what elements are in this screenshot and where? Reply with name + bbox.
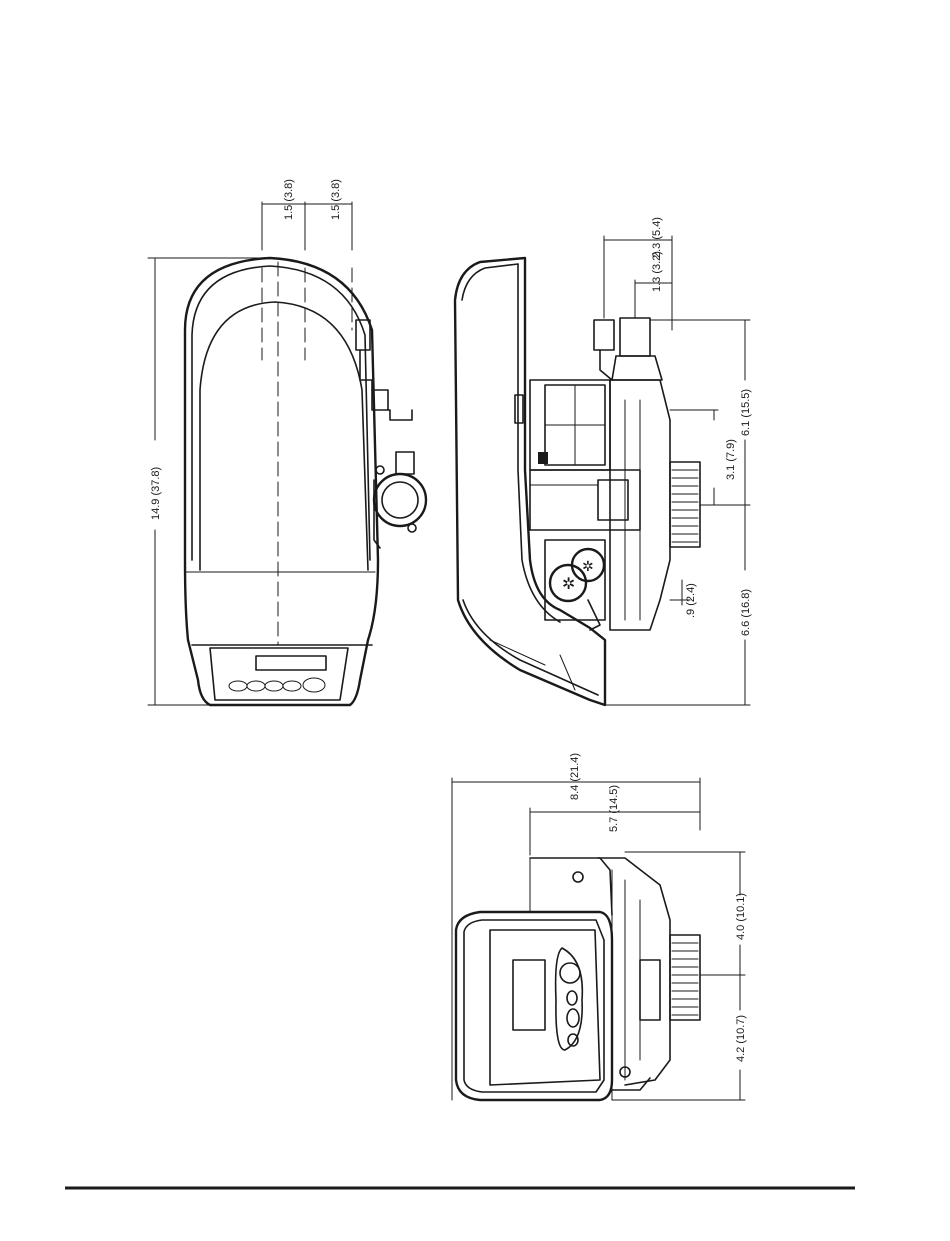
dim-thread-upper: 4.0 (10.1) [735, 893, 747, 940]
button-row-top-view [229, 678, 325, 692]
dim-offset-1: 1.5 (3.8) [283, 179, 295, 220]
dimension-overall-length: 14.9 (37.8) [148, 258, 270, 705]
dim-thread-center: 3.1 (7.9) [725, 439, 737, 480]
top-view-cover [185, 258, 426, 705]
button-column-front-view [556, 948, 583, 1050]
dim-overall-length: 14.9 (37.8) [150, 467, 162, 520]
dimension-right-heights: 6.1 (15.5) 3.1 (7.9) .9 (2.4) 6.6 (16.8) [605, 320, 752, 705]
dim-base-height: 6.6 (16.8) [740, 589, 752, 636]
dim-thread-lower: 4.2 (10.7) [735, 1015, 747, 1062]
dim-offset-2: 1.5 (3.8) [330, 179, 342, 220]
thread-lines-side [672, 470, 698, 542]
gear-icon-1: ✲ [562, 574, 575, 593]
dimension-top-offsets: 1.5 (3.8) 1.5 (3.8) [262, 179, 352, 250]
dim-total-depth: 8.4 (21.4) [569, 753, 581, 800]
dimension-thread-heights: 4.0 (10.1) 4.2 (10.7) [612, 852, 747, 1100]
gear-icon-2: ✲ [582, 559, 594, 575]
thread-lines-front [672, 943, 698, 1015]
dim-body-depth: 5.7 (14.5) [608, 785, 620, 832]
dim-outlet-height: 6.1 (15.5) [740, 389, 752, 436]
front-view-valve [456, 858, 700, 1100]
side-view-valve: ✲ ✲ [455, 258, 700, 705]
dim-port-offset: 1.3 (3.2) [651, 251, 663, 292]
dim-bottom-offset: .9 (2.4) [685, 583, 697, 618]
dimension-port-spacing: 2.3 (5.4) 1.3 (3.2) [604, 217, 672, 330]
